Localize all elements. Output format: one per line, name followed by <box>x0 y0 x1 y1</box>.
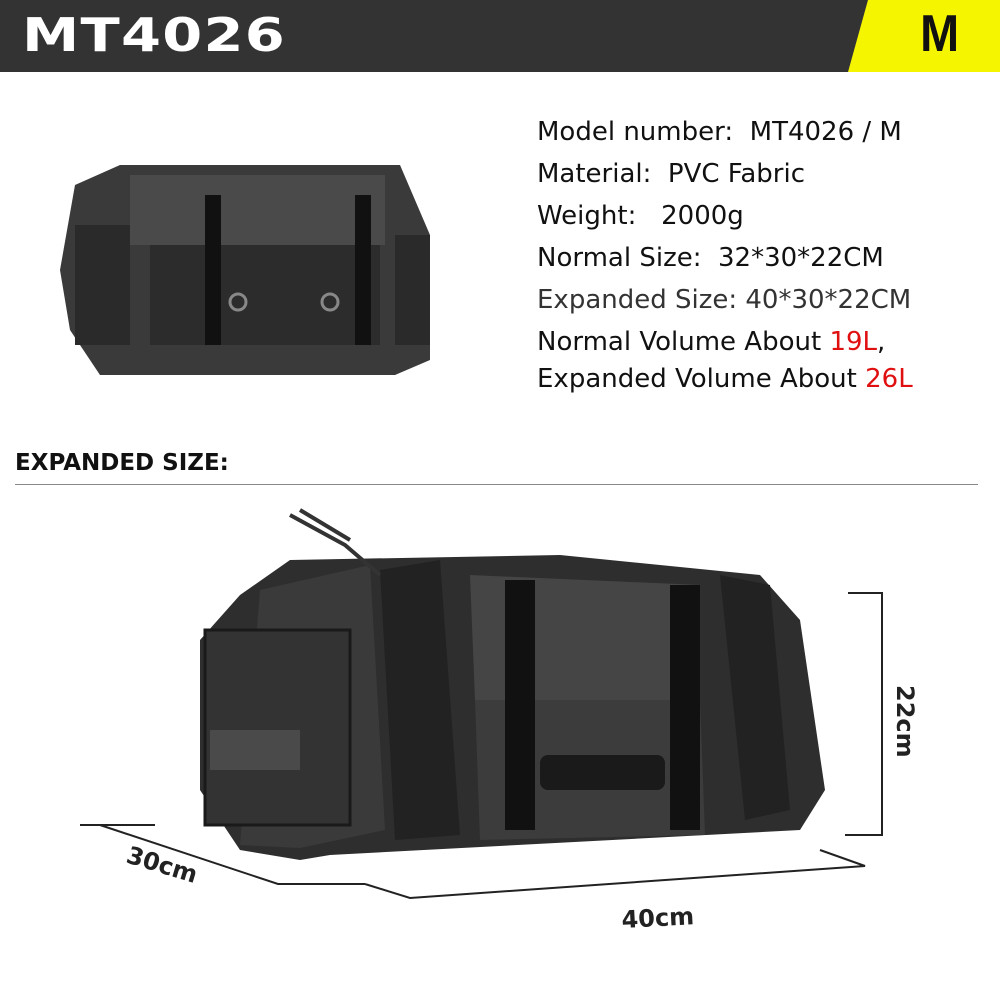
spec-weight: Weight: 2000g <box>537 201 744 231</box>
spec-material: Material: PVC Fabric <box>537 159 806 189</box>
normal-volume-suffix: , <box>877 327 886 357</box>
product-title: MT4026 <box>22 8 286 62</box>
spec-expanded-size: Expanded Size: 40*30*22CM <box>537 285 912 315</box>
section-heading: EXPANDED SIZE: <box>15 450 229 476</box>
expanded-volume-label: Expanded Volume About <box>537 364 866 394</box>
spec-list: Model number: MT4026 / M Material: PVC F… <box>537 114 913 403</box>
size-badge-background <box>848 0 1000 72</box>
normal-volume-label: Normal Volume About <box>537 327 830 357</box>
spec-expanded-volume: Expanded Volume About 26L <box>537 361 913 403</box>
large-bag-image <box>200 508 825 860</box>
spec-normal-volume: Normal Volume About 19L, <box>537 324 913 361</box>
expanded-volume-value: 26L <box>865 364 913 394</box>
header-bar <box>0 0 1000 72</box>
small-bag-image <box>60 165 430 375</box>
normal-volume-value: 19L <box>829 327 878 357</box>
spec-model: Model number: MT4026 / M <box>537 117 902 147</box>
size-badge: M <box>920 5 960 63</box>
spec-normal-size: Normal Size: 32*30*22CM <box>537 243 884 273</box>
divider <box>15 484 978 485</box>
